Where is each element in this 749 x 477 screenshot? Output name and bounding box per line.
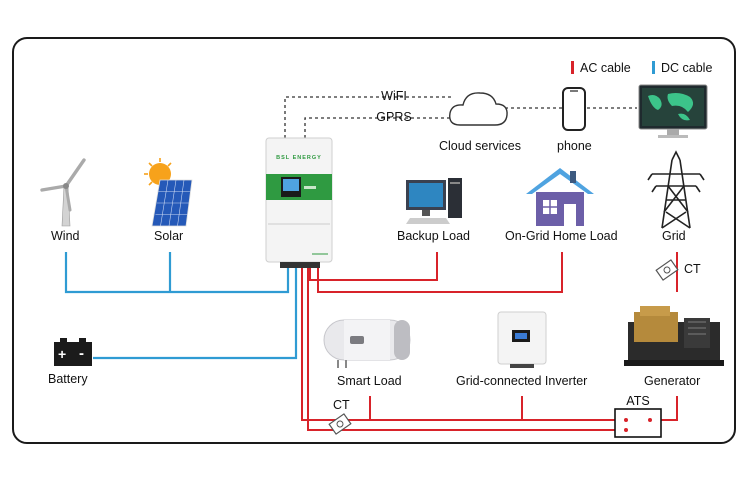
battery-minus: - [79, 345, 84, 362]
battery-plus: + [58, 346, 66, 362]
ats-box [614, 408, 662, 438]
grid-label: Grid [662, 229, 686, 243]
phone-icon [562, 87, 586, 131]
ct-sensor-bottom [328, 413, 352, 435]
ongrid-home-load-label: On-Grid Home Load [505, 229, 618, 243]
wind-turbine-icon [40, 158, 86, 227]
hybrid-inverter-icon [265, 137, 333, 268]
water-heater-icon [323, 319, 411, 368]
wind-label: Wind [51, 229, 80, 243]
legend-ac-label: AC cable [580, 61, 631, 75]
gprs-label: GPRS [376, 110, 411, 124]
cloud-label: Cloud services [439, 139, 521, 153]
smart-load-label: Smart Load [337, 374, 402, 388]
communication-lines [284, 96, 637, 138]
ct-label-bottom: CT [333, 398, 350, 412]
legend-dc-label: DC cable [661, 61, 713, 75]
battery-icon: + - [54, 338, 92, 366]
phone-label: phone [557, 139, 592, 153]
ats-label: ATS [626, 394, 649, 408]
generator-label: Generator [644, 374, 701, 388]
backup-load-label: Backup Load [397, 229, 470, 243]
legend-ac-swatch [571, 61, 574, 74]
transmission-tower-icon [647, 150, 705, 229]
dc-cables [64, 252, 298, 360]
computer-icon [406, 178, 462, 224]
generator-icon [624, 306, 724, 366]
diagram-border [12, 37, 736, 444]
ac-cables [301, 252, 678, 431]
battery-label: Battery [48, 372, 88, 386]
legend-ac: AC cable [571, 61, 631, 75]
solar-panel-icon [144, 158, 193, 227]
wifi-label: WiFI [381, 89, 407, 103]
grid-inverter-label: Grid-connected Inverter [456, 374, 588, 388]
inverter-brand: BSL ENERGY [276, 155, 322, 161]
house-icon [526, 168, 594, 226]
legend-dc-swatch [652, 61, 655, 74]
ct-label-top: CT [684, 262, 701, 276]
monitor-icon [638, 84, 708, 138]
ct-sensor-grid [655, 259, 679, 281]
solar-label: Solar [154, 229, 184, 243]
grid-inverter-icon [497, 311, 547, 368]
legend-dc: DC cable [652, 61, 712, 75]
cloud-icon [449, 92, 508, 126]
